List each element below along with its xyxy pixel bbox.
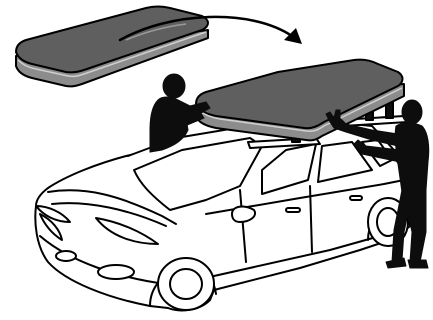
car-door-handle-front [286, 208, 300, 212]
car-foglamp-left [56, 251, 76, 261]
curved-arrow-head [284, 28, 302, 44]
car-mirror [232, 207, 255, 222]
person-right-shoe-right [408, 260, 428, 268]
car-front-hubcap [170, 269, 202, 299]
person-right-shoe-left [386, 258, 406, 268]
person-left-head [163, 74, 185, 98]
roof-tent-source [16, 7, 208, 87]
car-foglamp-right [98, 265, 134, 279]
car-door-handle-rear [350, 196, 362, 200]
person-right-head [402, 100, 422, 124]
